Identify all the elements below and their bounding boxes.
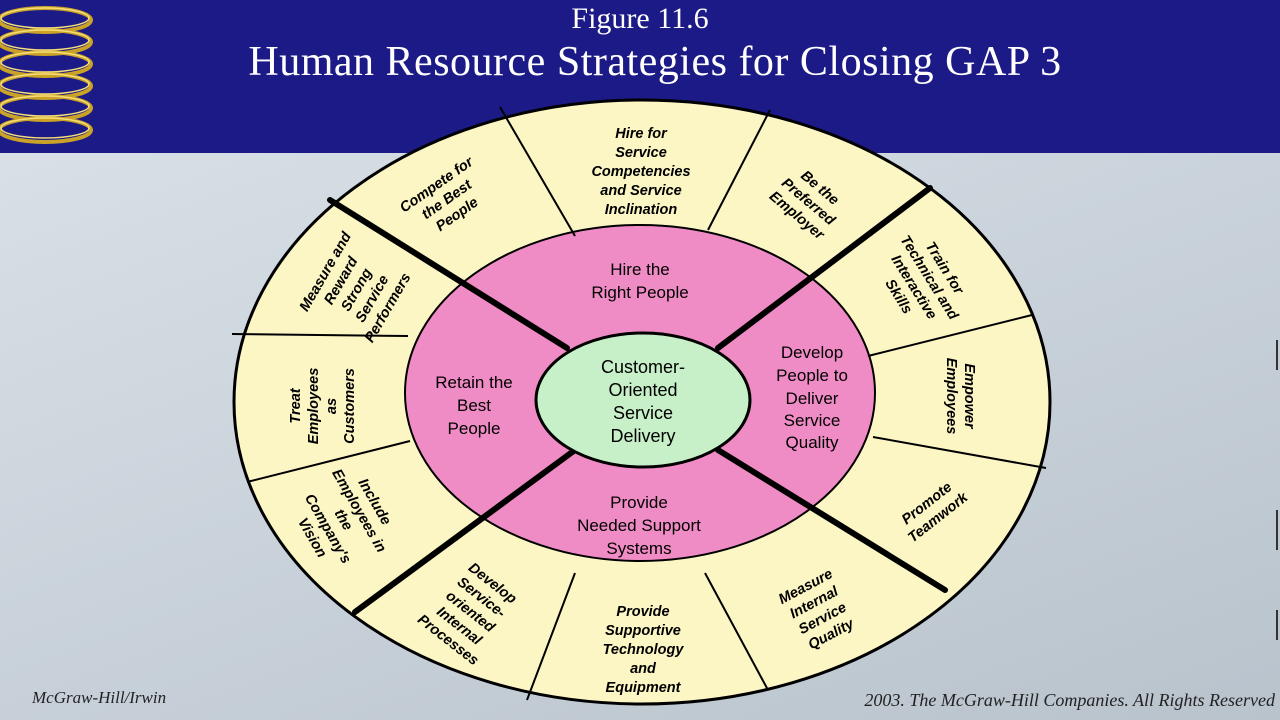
quadrant-dividers xyxy=(327,185,948,615)
strategy-retain-best-people: Retain the Best People xyxy=(435,373,513,438)
strategy-right-line-2: People to xyxy=(776,366,848,385)
hire-comp-line-2: Service xyxy=(615,145,667,161)
center-line-1: Customer- xyxy=(601,357,685,377)
footer-publisher: McGraw-Hill/Irwin xyxy=(32,688,167,707)
tech-line-5: Equipment xyxy=(606,680,682,696)
strategy-bottom-line-1: Provide xyxy=(610,493,668,512)
strategy-provide-support-systems: Provide Needed Support Systems xyxy=(577,493,701,558)
treat-line-2: Employees xyxy=(306,368,322,445)
segment-treat-employees: Treat Employees as Customers xyxy=(288,368,358,445)
treat-line-4: Customers xyxy=(342,368,358,444)
tech-line-3: Technology xyxy=(603,642,685,658)
strategy-bottom-line-2: Needed Support xyxy=(577,516,701,535)
strategy-top-line-2: Right People xyxy=(591,283,688,302)
hire-comp-line-5: Inclination xyxy=(605,202,678,218)
strategy-right-line-1: Develop xyxy=(781,343,843,362)
tech-line-4: and xyxy=(630,661,657,677)
center-label: Customer- Oriented Service Delivery xyxy=(601,357,685,446)
center-circle xyxy=(534,331,752,469)
strategy-hire-right-people: Hire the Right People xyxy=(591,260,688,302)
strategy-bottom-line-3: Systems xyxy=(606,539,671,558)
strategy-top-line-1: Hire the xyxy=(610,260,670,279)
strategy-develop-people: Develop People to Deliver Service Qualit… xyxy=(776,343,848,452)
strategy-left-line-2: Best xyxy=(457,396,491,415)
empower-line-1: Empower xyxy=(961,363,977,430)
tech-line-2: Supportive xyxy=(605,623,681,639)
strategy-right-line-5: Quality xyxy=(786,433,839,452)
treat-line-3: as xyxy=(324,398,340,414)
segment-dividers xyxy=(231,106,1047,701)
segment-supportive-technology: Provide Supportive Technology and Equipm… xyxy=(603,604,685,696)
treat-line-1: Treat xyxy=(288,387,304,423)
spiral-binding-logo xyxy=(0,6,93,144)
hire-comp-line-4: and Service xyxy=(600,183,681,199)
footer-copyright: 2003. The McGraw-Hill Companies. All Rig… xyxy=(864,690,1275,710)
empower-line-2: Employees xyxy=(943,358,959,435)
strategy-left-line-1: Retain the xyxy=(435,373,513,392)
center-line-4: Delivery xyxy=(610,426,675,446)
edge-decoration xyxy=(1276,340,1278,640)
center-line-2: Oriented xyxy=(608,380,677,400)
strategy-right-line-4: Service xyxy=(784,411,841,430)
segment-empower-employees: Empower Employees xyxy=(943,358,977,435)
figure-label: Figure 11.6 xyxy=(571,2,709,35)
hire-comp-line-1: Hire for xyxy=(615,126,668,142)
tech-line-1: Provide xyxy=(616,604,669,620)
page-title: Human Resource Strategies for Closing GA… xyxy=(248,39,1062,85)
segment-hire-service-competencies: Hire for Service Competencies and Servic… xyxy=(591,126,690,218)
center-line-3: Service xyxy=(613,403,673,423)
strategy-right-line-3: Deliver xyxy=(786,389,839,408)
strategy-left-line-3: People xyxy=(448,419,501,438)
hire-comp-line-3: Competencies xyxy=(591,164,690,180)
